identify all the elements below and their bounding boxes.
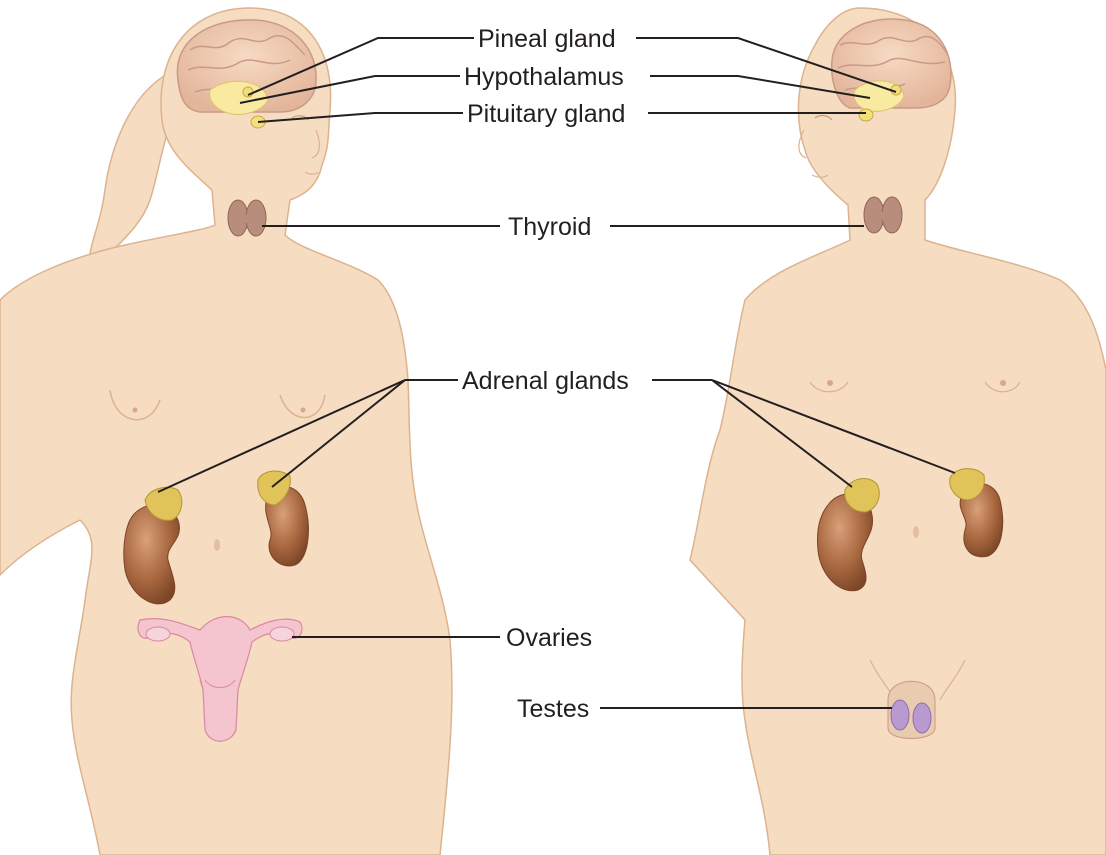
female-navel — [214, 539, 220, 551]
label-adrenal-glands: Adrenal glands — [462, 367, 629, 395]
label-thyroid: Thyroid — [508, 213, 591, 241]
female-pineal-gland — [243, 87, 253, 97]
female-ovary-right — [270, 627, 294, 641]
label-pineal-gland: Pineal gland — [478, 25, 616, 53]
label-hypothalamus: Hypothalamus — [464, 63, 624, 91]
label-pituitary-gland: Pituitary gland — [467, 100, 625, 128]
label-ovaries: Ovaries — [506, 624, 592, 652]
male-figure — [690, 8, 1106, 855]
male-pituitary-gland — [859, 109, 873, 121]
male-testes — [888, 681, 935, 738]
male-navel — [913, 526, 919, 538]
female-figure — [0, 8, 452, 855]
female-ovary-left — [146, 627, 170, 641]
label-testes: Testes — [517, 695, 589, 723]
